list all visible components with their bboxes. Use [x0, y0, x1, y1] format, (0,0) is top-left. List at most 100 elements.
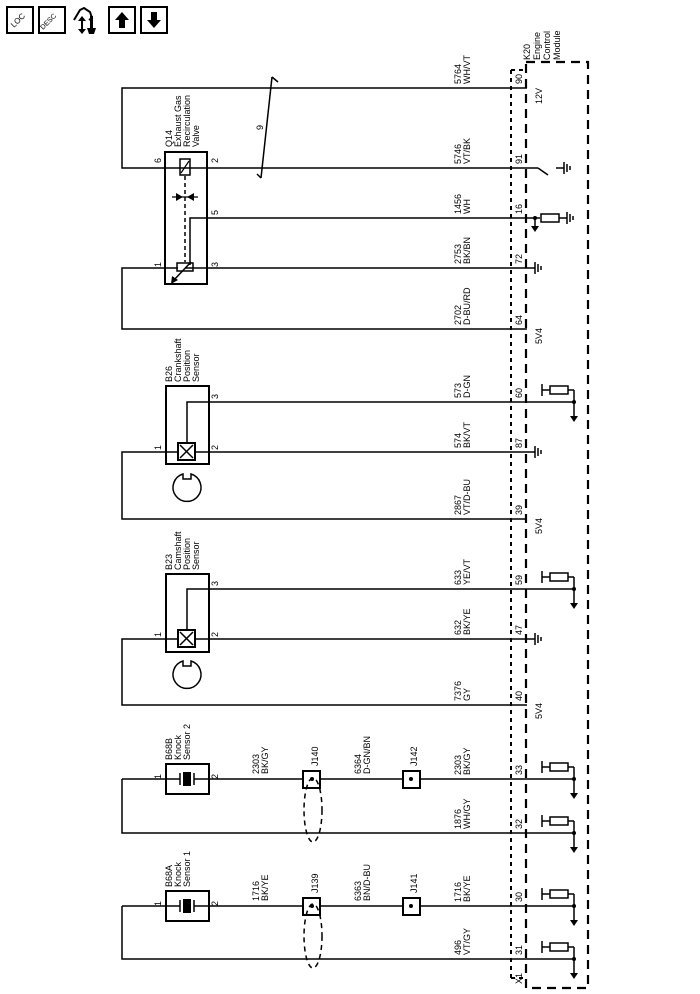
- crankshaft-sensor-b26: [165, 385, 210, 503]
- ground-symbol: [526, 445, 542, 459]
- wire-1876: [121, 779, 574, 834]
- j141-label: J141: [409, 873, 419, 893]
- wire-496: [121, 906, 574, 960]
- b68a-label-line1: B68A: [164, 865, 174, 887]
- loc-button[interactable]: LOC: [6, 6, 34, 34]
- wire-circuit-label: 574: [453, 433, 463, 448]
- b26-label-line3: Position: [182, 350, 192, 382]
- crossref-label: 9: [255, 125, 265, 130]
- module-label-line1: K20: [522, 44, 532, 60]
- wire-5764: [121, 87, 527, 169]
- connector-pin-label: 40: [514, 691, 524, 701]
- wire-color-label: BK/GY: [462, 747, 472, 775]
- wire-circuit-label: 2303: [251, 754, 261, 774]
- module-label-line3: Control: [542, 31, 552, 60]
- diagnostic-button[interactable]: [70, 6, 104, 34]
- b68b-label-line1: B68B: [164, 738, 174, 760]
- wire-color-label: BK/GY: [260, 746, 270, 774]
- connector-pin-label: 39: [514, 505, 524, 515]
- wire-color-label: BK/YE: [462, 875, 472, 902]
- b23-label-line1: B23: [164, 554, 174, 570]
- wire-circuit-label: 1716: [453, 882, 463, 902]
- term-12v-label: 12V: [534, 88, 544, 104]
- connector-pin-label: 16: [514, 204, 524, 214]
- b68b-pin-2: 2: [210, 774, 220, 779]
- b26-label-line1: B26: [164, 366, 174, 382]
- arrow-down-icon: [147, 12, 161, 28]
- connector-label: X1: [514, 973, 524, 984]
- b68b-pin-1: 1: [153, 774, 163, 779]
- wire-color-label: D-GN: [462, 375, 472, 398]
- q14-label-line2: Exhaust Gas: [173, 95, 183, 147]
- wire-color-label: WH/GY: [462, 799, 472, 830]
- wire-circuit-label: 7376: [453, 681, 463, 701]
- b26-pin-3: 3: [210, 394, 220, 399]
- connector-pin-label: 47: [514, 625, 524, 635]
- wire-color-label: VT/GY: [462, 928, 472, 955]
- b26-label-line4: Sensor: [191, 353, 201, 382]
- wire-circuit-label: 632: [453, 620, 463, 635]
- connector-pin-label: 64: [514, 315, 524, 325]
- location-view-icon: LOC: [9, 11, 27, 29]
- term-5v4-label: 5V4: [534, 703, 544, 719]
- connector-pin-label: 31: [514, 945, 524, 955]
- connector-pin-label: 87: [514, 438, 524, 448]
- b68b-label-line2: Knock: [173, 734, 183, 760]
- wire-color-label: BK/YE: [462, 608, 472, 635]
- wire-circuit-label: 496: [453, 940, 463, 955]
- input-symbol: [541, 887, 579, 927]
- wire-color-label: VT/BK: [462, 138, 472, 164]
- camshaft-sensor-b23: [165, 573, 210, 690]
- module-label-line2: Engine: [532, 32, 542, 60]
- ground-symbol: [526, 261, 542, 275]
- j140-label: J140: [310, 746, 320, 766]
- input-symbol: [541, 570, 579, 610]
- b23-pin-3: 3: [210, 581, 220, 586]
- input-symbol: [541, 940, 579, 980]
- connector-pin-label: 30: [514, 892, 524, 902]
- wire-color-label: D-GN/BN: [362, 736, 372, 774]
- connector-x1-boundary: [510, 69, 526, 979]
- wire-circuit-label: 2702: [453, 305, 463, 325]
- connector-pin-label: 91: [514, 154, 524, 164]
- connector-pin-label: 60: [514, 388, 524, 398]
- b23-pin-2: 2: [210, 632, 220, 637]
- b68b-label-line3: Sensor 2: [182, 724, 192, 760]
- switch-ground-symbol: [537, 161, 571, 176]
- egr-valve-q14: [164, 151, 208, 285]
- q14-pin-3: 3: [210, 262, 220, 267]
- wire-7376: [121, 638, 527, 706]
- connector-pin-label: 33: [514, 765, 524, 775]
- input-symbol: [541, 760, 579, 800]
- b23-pin-1: 1: [153, 632, 163, 637]
- wire-color-label: BN/D-BU: [362, 864, 372, 901]
- wire-circuit-label: 6364: [353, 754, 363, 774]
- connector-pin-label: 59: [514, 575, 524, 585]
- b68a-label-line3: Sensor 1: [182, 851, 192, 887]
- wire-circuit-label: 6363: [353, 881, 363, 901]
- next-button[interactable]: [140, 6, 168, 34]
- wire-circuit-label: 1716: [251, 881, 261, 901]
- wire-color-label: WH: [462, 199, 472, 214]
- wire-circuit-label: 2867: [453, 495, 463, 515]
- q14-label-line3: Recirculation: [182, 95, 192, 147]
- b26-pin-2: 2: [210, 445, 220, 450]
- desc-button[interactable]: DESC: [38, 6, 66, 34]
- splice-j139: [302, 897, 323, 969]
- previous-button[interactable]: [108, 6, 136, 34]
- description-icon: DESC: [40, 13, 58, 32]
- connector-pin-label: 72: [514, 254, 524, 264]
- diagnostic-wrench-icon: [73, 6, 96, 34]
- wire-circuit-label: 573: [453, 383, 463, 398]
- b68a-label-line2: Knock: [173, 861, 183, 887]
- wire-color-label: D-BU/RD: [462, 287, 472, 325]
- wire-2867: [121, 451, 527, 520]
- j142-label: J142: [409, 746, 419, 766]
- wire-circuit-label: 633: [453, 570, 463, 585]
- q14-label-line4: Valve: [191, 125, 201, 147]
- wire-color-label: VT/D-BU: [462, 479, 472, 515]
- crossref-arrow: [256, 76, 279, 179]
- splice-j141: [402, 897, 421, 916]
- module-label-line4: Module: [552, 30, 562, 60]
- wire-circuit-label: 5764: [453, 64, 463, 84]
